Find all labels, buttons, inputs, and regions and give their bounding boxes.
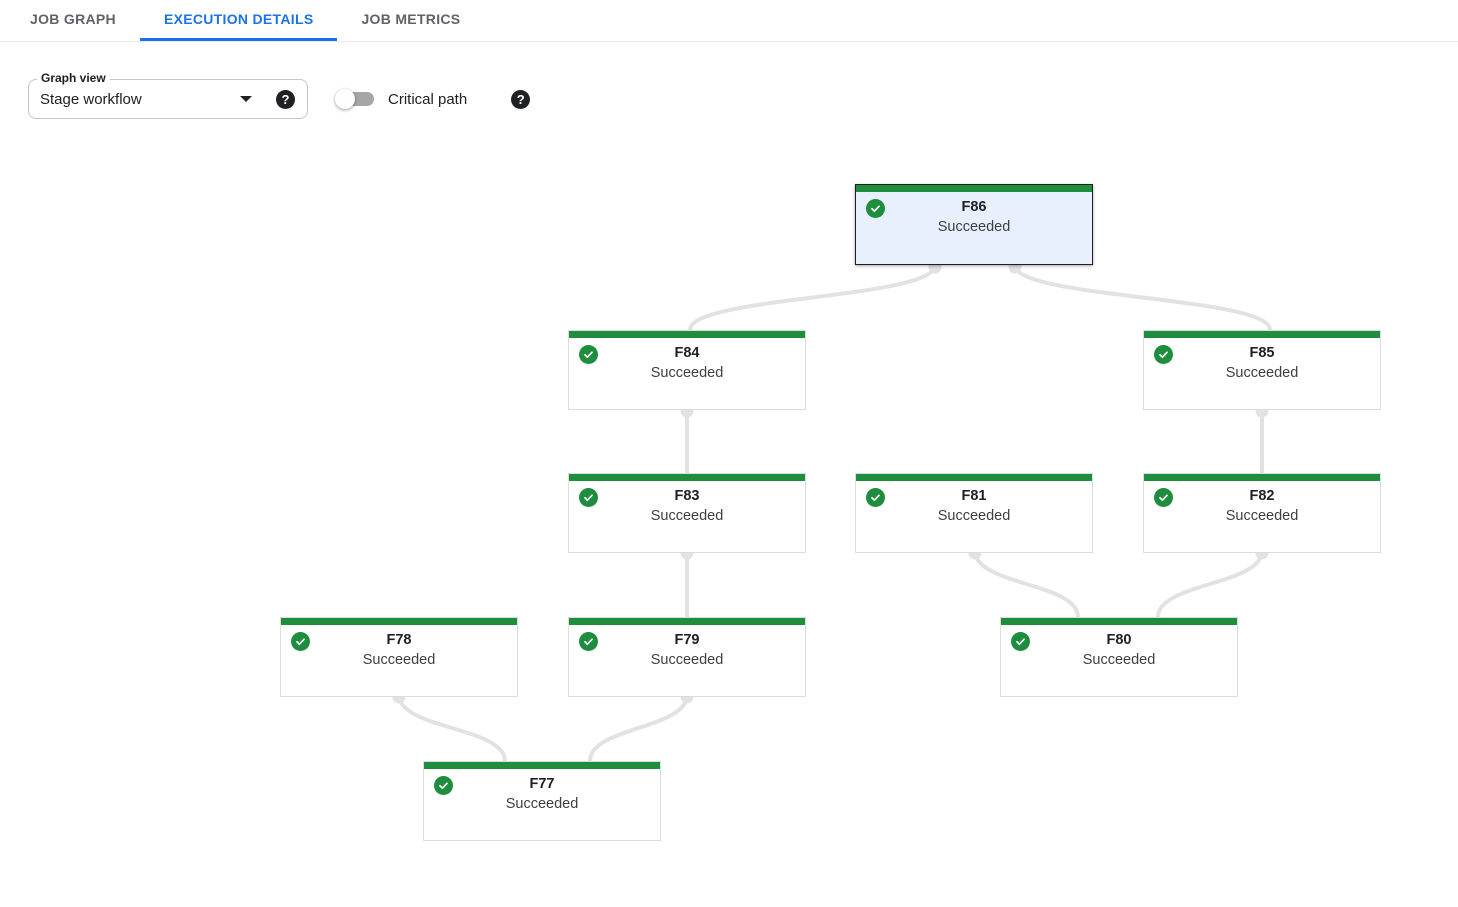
toggle-thumb <box>335 89 355 109</box>
tab-bar: JOB GRAPH EXECUTION DETAILS JOB METRICS <box>0 0 1458 42</box>
check-circle-icon <box>579 632 598 651</box>
edge-F81-F80 <box>973 550 1080 618</box>
check-circle-icon <box>434 776 453 795</box>
node-title: F86 <box>961 199 987 215</box>
node-status: Succeeded <box>937 219 1011 235</box>
node-status: Succeeded <box>1225 365 1299 381</box>
node-status: Succeeded <box>362 652 436 668</box>
stage-node-f81[interactable]: F81 Succeeded <box>855 473 1093 553</box>
stage-node-f79[interactable]: F79 Succeeded <box>568 617 806 697</box>
node-title: F77 <box>529 776 555 792</box>
node-status-bar <box>1144 474 1380 481</box>
node-status-bar <box>856 474 1092 481</box>
node-status-bar <box>1001 618 1237 625</box>
critical-path-help-icon[interactable]: ? <box>511 89 531 109</box>
edge-F78-F77 <box>397 694 507 762</box>
node-status: Succeeded <box>650 652 724 668</box>
node-status-bar <box>1144 331 1380 338</box>
check-circle-icon <box>866 199 885 218</box>
check-circle-icon <box>579 345 598 364</box>
edge-F82-F80 <box>1156 550 1264 618</box>
node-title: F78 <box>386 632 412 648</box>
node-title: F81 <box>961 488 987 504</box>
dropdown-arrow-icon <box>240 96 252 102</box>
tab-job-graph[interactable]: JOB GRAPH <box>30 11 116 27</box>
node-status: Succeeded <box>505 796 579 812</box>
node-status-bar <box>569 618 805 625</box>
stage-node-f77[interactable]: F77 Succeeded <box>423 761 661 841</box>
node-title: F80 <box>1106 632 1132 648</box>
node-title: F82 <box>1249 488 1275 504</box>
stage-node-f85[interactable]: F85 Succeeded <box>1143 330 1381 410</box>
critical-path-toggle[interactable] <box>335 89 374 109</box>
stage-node-f80[interactable]: F80 Succeeded <box>1000 617 1238 697</box>
node-title: F85 <box>1249 345 1275 361</box>
edge-F86-F85 <box>1013 264 1272 331</box>
check-circle-icon <box>1154 488 1173 507</box>
tab-job-metrics[interactable]: JOB METRICS <box>361 11 461 27</box>
node-status-bar <box>424 762 660 769</box>
node-status: Succeeded <box>1082 652 1156 668</box>
critical-path-control: Critical path ? <box>335 89 531 109</box>
stage-node-f82[interactable]: F82 Succeeded <box>1143 473 1381 553</box>
node-status-bar <box>569 331 805 338</box>
stage-node-f84[interactable]: F84 Succeeded <box>568 330 806 410</box>
graph-view-select[interactable]: Graph view Stage workflow ? <box>28 71 308 119</box>
check-circle-icon <box>1011 632 1030 651</box>
node-status: Succeeded <box>1225 508 1299 524</box>
node-title: F84 <box>674 345 700 361</box>
node-title: F83 <box>674 488 700 504</box>
stage-node-f78[interactable]: F78 Succeeded <box>280 617 518 697</box>
node-title: F79 <box>674 632 700 648</box>
node-status: Succeeded <box>650 365 724 381</box>
node-status: Succeeded <box>650 508 724 524</box>
node-status-bar <box>856 185 1092 192</box>
check-circle-icon <box>291 632 310 651</box>
tab-execution-details[interactable]: EXECUTION DETAILS <box>139 0 338 41</box>
stage-node-f86[interactable]: F86 Succeeded <box>855 184 1093 265</box>
node-status-bar <box>281 618 517 625</box>
critical-path-label: Critical path <box>388 90 468 108</box>
check-circle-icon <box>579 488 598 507</box>
graph-view-value: Stage workflow <box>40 90 142 108</box>
check-circle-icon <box>866 488 885 507</box>
edge-F86-F84 <box>688 264 937 331</box>
node-status-bar <box>569 474 805 481</box>
edge-F79-F77 <box>588 694 689 762</box>
graph-controls: Graph view Stage workflow ? Critical pat… <box>28 71 531 119</box>
check-circle-icon <box>1154 345 1173 364</box>
graph-view-help-icon[interactable]: ? <box>276 89 295 109</box>
node-status: Succeeded <box>937 508 1011 524</box>
graph-view-label: Graph view <box>37 71 110 87</box>
stage-node-f83[interactable]: F83 Succeeded <box>568 473 806 553</box>
